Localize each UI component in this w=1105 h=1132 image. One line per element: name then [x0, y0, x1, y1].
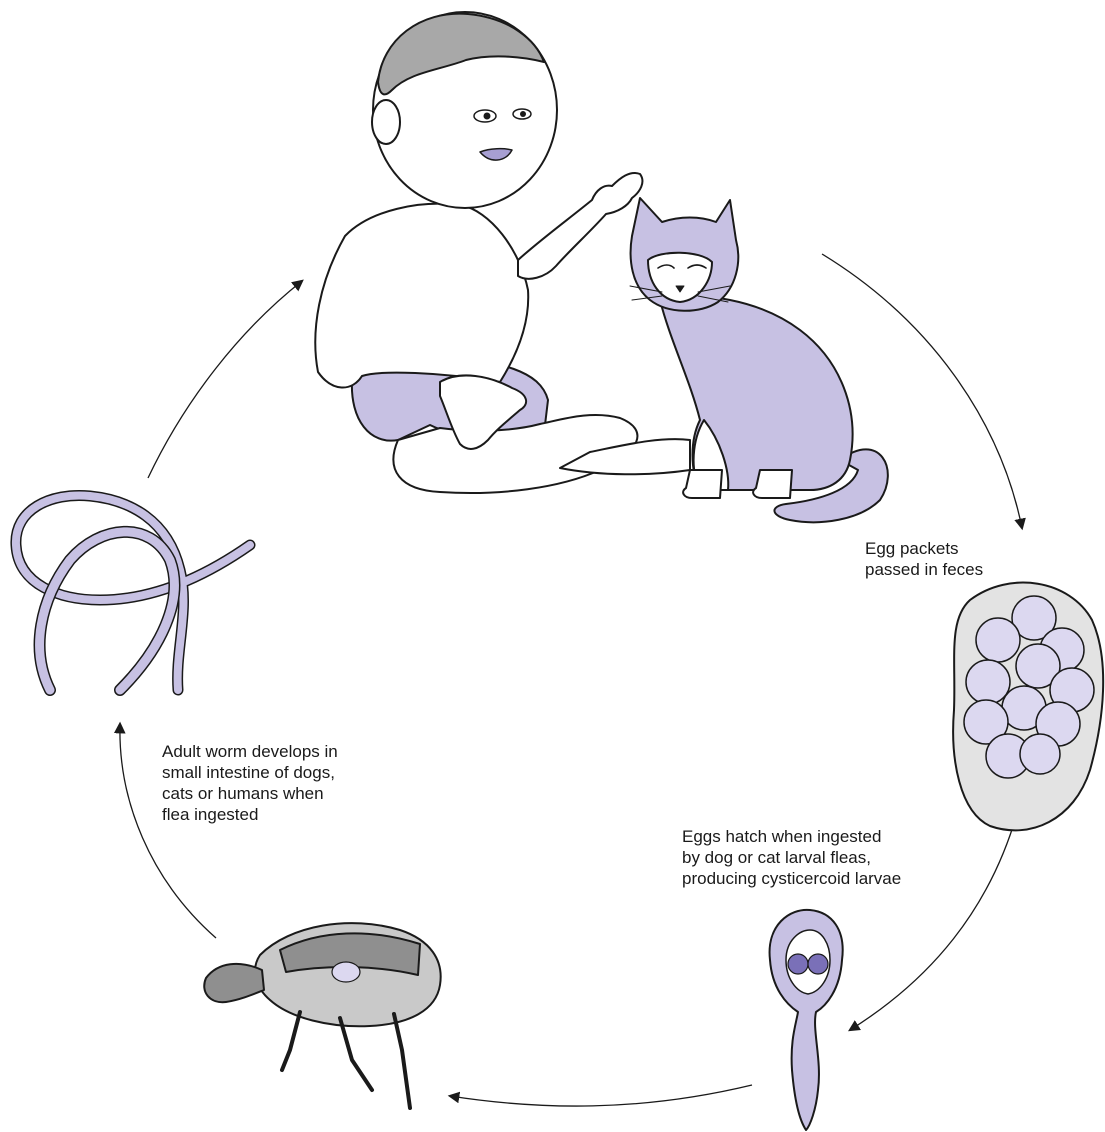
egg-packets-label: Egg packets passed in feces	[865, 538, 983, 580]
arrow-larva-to-flea	[450, 1085, 752, 1106]
eggs-hatch-label: Eggs hatch when ingested by dog or cat l…	[682, 826, 901, 889]
arrow-worm-to-child	[148, 281, 302, 478]
flea-illustration	[204, 923, 440, 1108]
tapeworm-illustration	[16, 495, 250, 690]
adult-worm-label: Adult worm develops in small intestine o…	[162, 741, 338, 825]
egg-packet-illustration	[953, 583, 1103, 831]
cat-illustration	[630, 198, 888, 522]
cysticercoid-larva-illustration	[770, 910, 843, 1130]
